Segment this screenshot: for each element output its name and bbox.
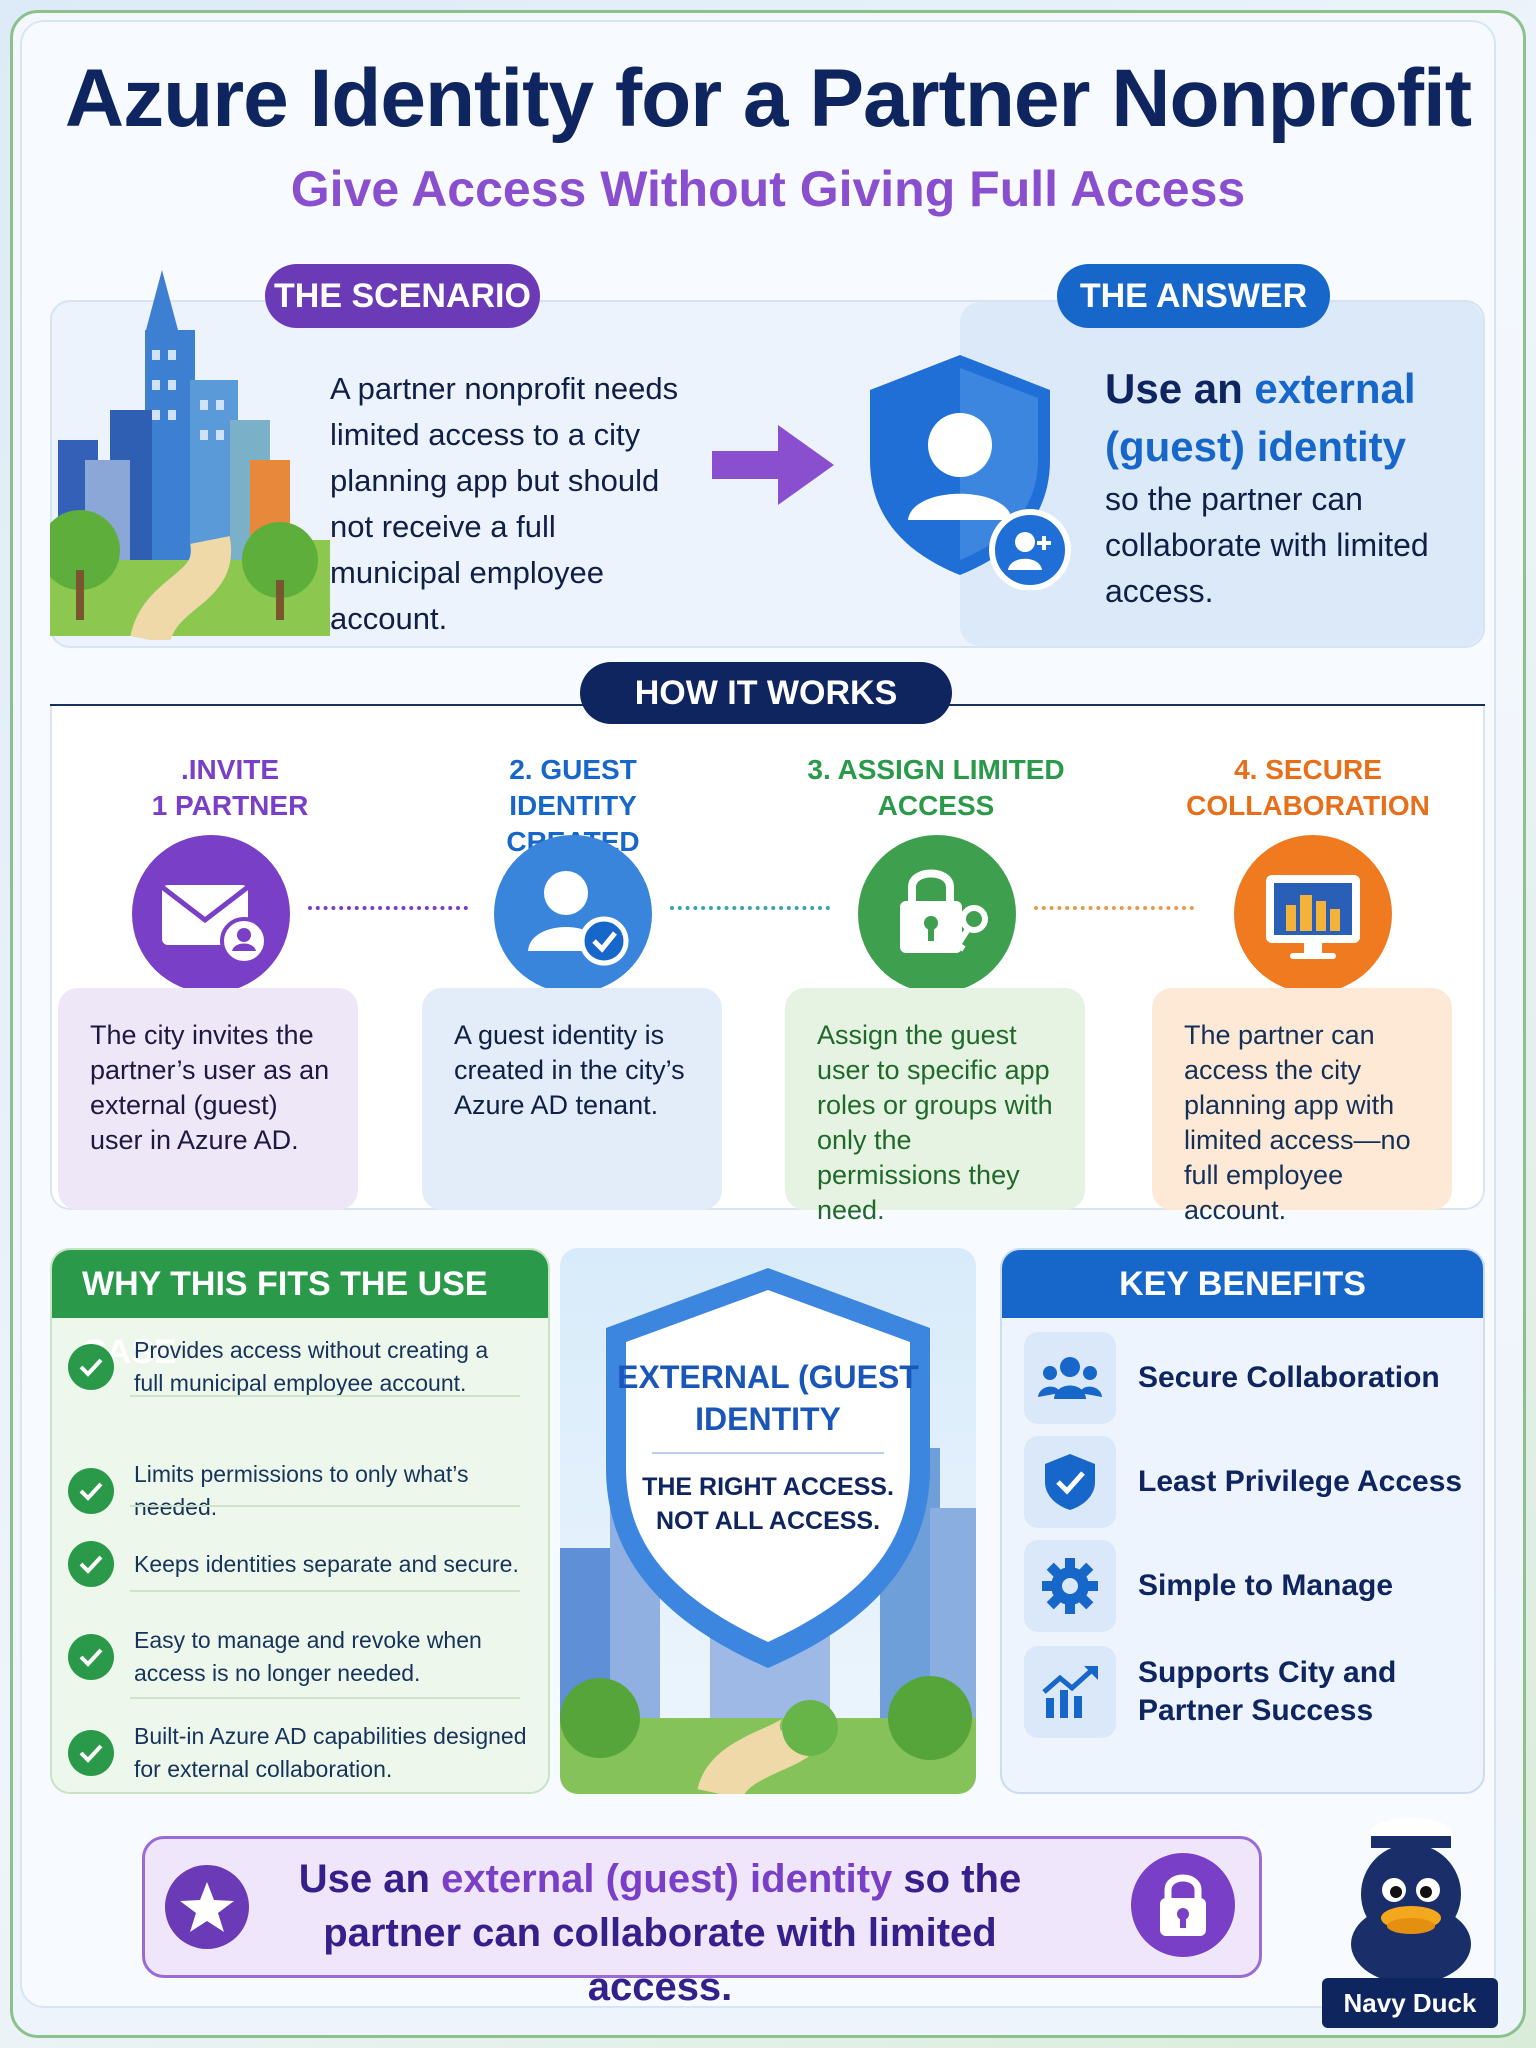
guest-shield-icon: [870, 355, 1071, 590]
center-shield-illustration: [560, 1248, 976, 1794]
shield-check-icon: [1024, 1436, 1116, 1528]
page-title: Azure Identity for a Partner Nonprofit: [64, 53, 1472, 144]
why-item-text: Limits permissions to only what’s needed…: [134, 1461, 469, 1520]
divider: [130, 1697, 520, 1699]
city-shield-illustration: [560, 1248, 976, 1794]
answer-body: so the partner can collaborate with limi…: [1105, 481, 1429, 609]
page-subtitle: Give Access Without Giving Full Access: [290, 161, 1246, 217]
benefit-item: Supports City and Partner Success: [1024, 1646, 1398, 1738]
why-heading: WHY THIS FITS THE USE CASE: [52, 1250, 548, 1371]
why-item-text: Easy to manage and revoke when access is…: [134, 1627, 482, 1686]
divider: [130, 1395, 520, 1397]
answer-head-highlight: external (guest) identity: [1105, 365, 1416, 470]
benefit-label: Secure Collaboration: [1138, 1361, 1440, 1394]
navy-duck-mascot: [1351, 1818, 1471, 1984]
benefit-item: Secure Collaboration: [1024, 1332, 1440, 1424]
how-it-works-label: HOW IT WORKS: [580, 662, 952, 724]
step-4-circle: [1234, 835, 1392, 993]
answer-label: THE ANSWER: [1057, 264, 1330, 328]
why-panel: WHY THIS FITS THE USE CASE: [50, 1248, 550, 1794]
divider: [130, 1590, 520, 1592]
step-4-card: The partner can access the city planning…: [1152, 988, 1452, 1225]
step-2-circle: [494, 835, 652, 993]
lock-key-icon: [900, 869, 988, 953]
step-3-card: Assign the guest user to specific app ro…: [785, 988, 1085, 1225]
benefit-item: Least Privilege Access: [1024, 1436, 1462, 1528]
why-item: Built-in Azure AD capabilities designed …: [68, 1720, 538, 1786]
people-icon: [1024, 1332, 1116, 1424]
check-icon: [68, 1468, 114, 1514]
center-shield-title: EXTERNAL (GUEST IDENTITY: [617, 1359, 919, 1437]
mascot-label: Navy Duck: [1322, 1978, 1498, 2028]
step-1-circle: [132, 835, 290, 993]
divider: [130, 1505, 520, 1507]
why-item-text: Provides access without creating a full …: [134, 1337, 489, 1396]
summary-banner: [142, 1836, 1262, 1978]
step-4-title: 4. SECURE COLLABORATION: [1186, 754, 1430, 821]
check-icon: [68, 1344, 114, 1390]
monitor-icon: [1266, 875, 1360, 959]
why-item-text: Built-in Azure AD capabilities designed …: [134, 1723, 527, 1782]
check-icon: [68, 1541, 114, 1587]
benefit-label: Least Privilege Access: [1138, 1465, 1463, 1498]
why-item: Limits permissions to only what’s needed…: [68, 1458, 538, 1524]
benefits-heading: KEY BENEFITS: [1002, 1250, 1483, 1318]
why-item-text: Keeps identities separate and secure.: [134, 1550, 519, 1577]
benefit-label: Supports City and Partner Success: [1138, 1656, 1397, 1727]
check-icon: [68, 1730, 114, 1776]
center-shield-tagline: THE RIGHT ACCESS. NOT ALL ACCESS.: [642, 1473, 894, 1535]
lock-icon: [1131, 1853, 1235, 1957]
summary-highlight: external (guest) identity: [441, 1857, 893, 1901]
step-3-circle: [858, 835, 1016, 993]
summary-suffix: so the partner can collaborate with limi…: [323, 1857, 1022, 2009]
step-connector-2: [670, 906, 830, 910]
why-item: Keeps identities separate and secure.: [68, 1541, 538, 1587]
summary-prefix: Use an: [298, 1857, 442, 1901]
benefit-label: Simple to Manage: [1138, 1569, 1394, 1602]
step-connector-3: [1034, 906, 1194, 910]
scenario-text: A partner nonprofit needs limited access…: [330, 371, 679, 636]
user-check-icon: [528, 871, 629, 966]
why-item: Provides access without creating a full …: [68, 1334, 538, 1400]
step-1-card: The city invites the partner’s user as a…: [58, 988, 358, 1210]
benefit-item: Simple to Manage: [1024, 1540, 1393, 1632]
answer-head-prefix: Use an: [1105, 365, 1255, 412]
envelope-icon: [160, 885, 268, 965]
why-item: Easy to manage and revoke when access is…: [68, 1624, 538, 1690]
summary-text: Use an external (guest) identity so the …: [260, 1852, 1060, 2014]
step-connector-1: [308, 906, 468, 910]
step-3-title: 3. ASSIGN LIMITED ACCESS: [807, 754, 1065, 821]
step-1-title: .INVITE 1 PARTNER: [151, 754, 309, 821]
scenario-label: THE SCENARIO: [265, 264, 540, 328]
gear-icon: [1024, 1540, 1116, 1632]
arrow-right-icon: [712, 425, 834, 505]
chart-up-icon: [1024, 1646, 1116, 1738]
answer-headline: Use an external (guest) identity: [1105, 360, 1465, 476]
step-2-card: A guest identity is created in the city’…: [422, 988, 722, 1210]
star-icon: [165, 1865, 249, 1949]
divider: [652, 1452, 884, 1454]
city-skyline-illustration: [50, 270, 330, 640]
check-icon: [68, 1634, 114, 1680]
